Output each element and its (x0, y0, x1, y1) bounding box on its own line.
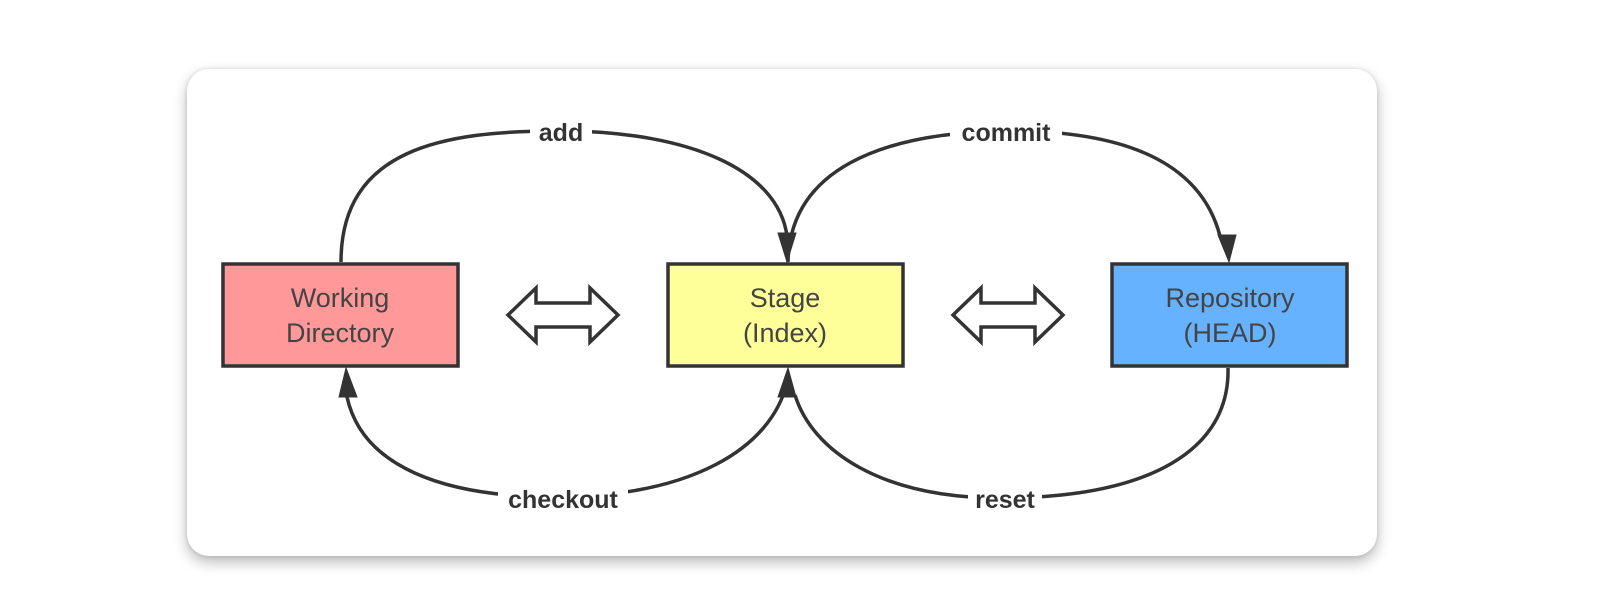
repository-line1: Repository (1165, 283, 1295, 313)
edge-checkout (345, 382, 789, 499)
node-stage: Stage (Index) (666, 262, 905, 368)
stage-box (666, 262, 905, 368)
node-repository: Repository (HEAD) (1110, 262, 1349, 368)
checkout-label: checkout (508, 486, 618, 514)
checkout-label-bg (498, 485, 628, 513)
reset-label-bg (968, 485, 1042, 513)
working-directory-box (221, 262, 460, 368)
edge-add (339, 129, 789, 263)
repository-box (1110, 262, 1349, 368)
arrowhead-commit (1217, 234, 1237, 264)
stage-line1: Stage (750, 283, 821, 313)
reset-label: reset (975, 486, 1035, 514)
arrowhead-checkout (338, 366, 358, 398)
commit-label: commit (962, 119, 1052, 147)
double-arrow-stage-repository (950, 283, 1066, 347)
arrowhead-reset (777, 366, 797, 398)
stage-line2: (Index) (743, 318, 827, 348)
working-directory-line2: Directory (286, 318, 395, 348)
double-arrow-working-stage (505, 283, 621, 347)
add-label: add (539, 119, 583, 147)
edge-commit (786, 129, 1222, 263)
working-directory-line1: Working (291, 283, 390, 313)
repository-line2: (HEAD) (1184, 318, 1277, 348)
commit-label-bg (950, 118, 1062, 146)
edge-reset (793, 367, 1230, 500)
arrowhead-add (777, 232, 797, 264)
add-label-bg (530, 118, 592, 146)
node-working-directory: Working Directory (221, 262, 460, 368)
